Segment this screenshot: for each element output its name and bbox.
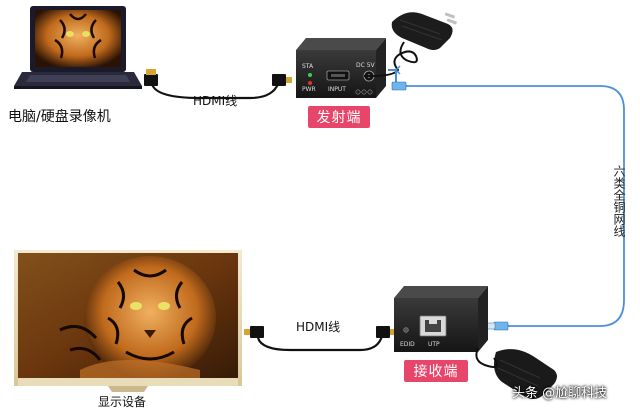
transmitter-dc-label: DC 5V [356, 62, 375, 69]
hdmi-cable-bottom-label: HDMI线 [296, 320, 341, 334]
transmitter-badge: 发射端 [308, 106, 370, 128]
watermark: 头条 @尬聊科技 [512, 386, 608, 401]
receiver-badge: 接收端 [404, 360, 468, 382]
tv-icon [14, 250, 242, 392]
network-cable-label: 六类全铜网线 [612, 165, 626, 237]
display-device-label: 显示设备 [98, 395, 147, 409]
hdmi-cable-bottom [244, 326, 396, 352]
hdmi-plug-icon [144, 74, 158, 86]
transmitter-pwr-label: PWR [302, 86, 316, 93]
transmitter-input-label: INPUT [328, 86, 346, 93]
hdmi-cable-top-label: HDMI线 [193, 94, 238, 108]
source-device-label: 电脑/硬盘录像机 [8, 109, 111, 125]
power-adapter-bottom-icon [475, 347, 557, 399]
transmitter-sta-label: STA [302, 63, 314, 70]
receiver-edid-label: EDID [400, 341, 415, 348]
rj45-plug-icon [391, 81, 509, 331]
transmitter-box [296, 38, 386, 98]
network-cable [388, 65, 625, 327]
laptop-icon [14, 6, 142, 89]
hdmi-cable-top [144, 69, 292, 100]
tiger-stripes [54, 13, 102, 59]
receiver-box [394, 286, 488, 352]
receiver-utp-label: UTP [428, 341, 440, 348]
